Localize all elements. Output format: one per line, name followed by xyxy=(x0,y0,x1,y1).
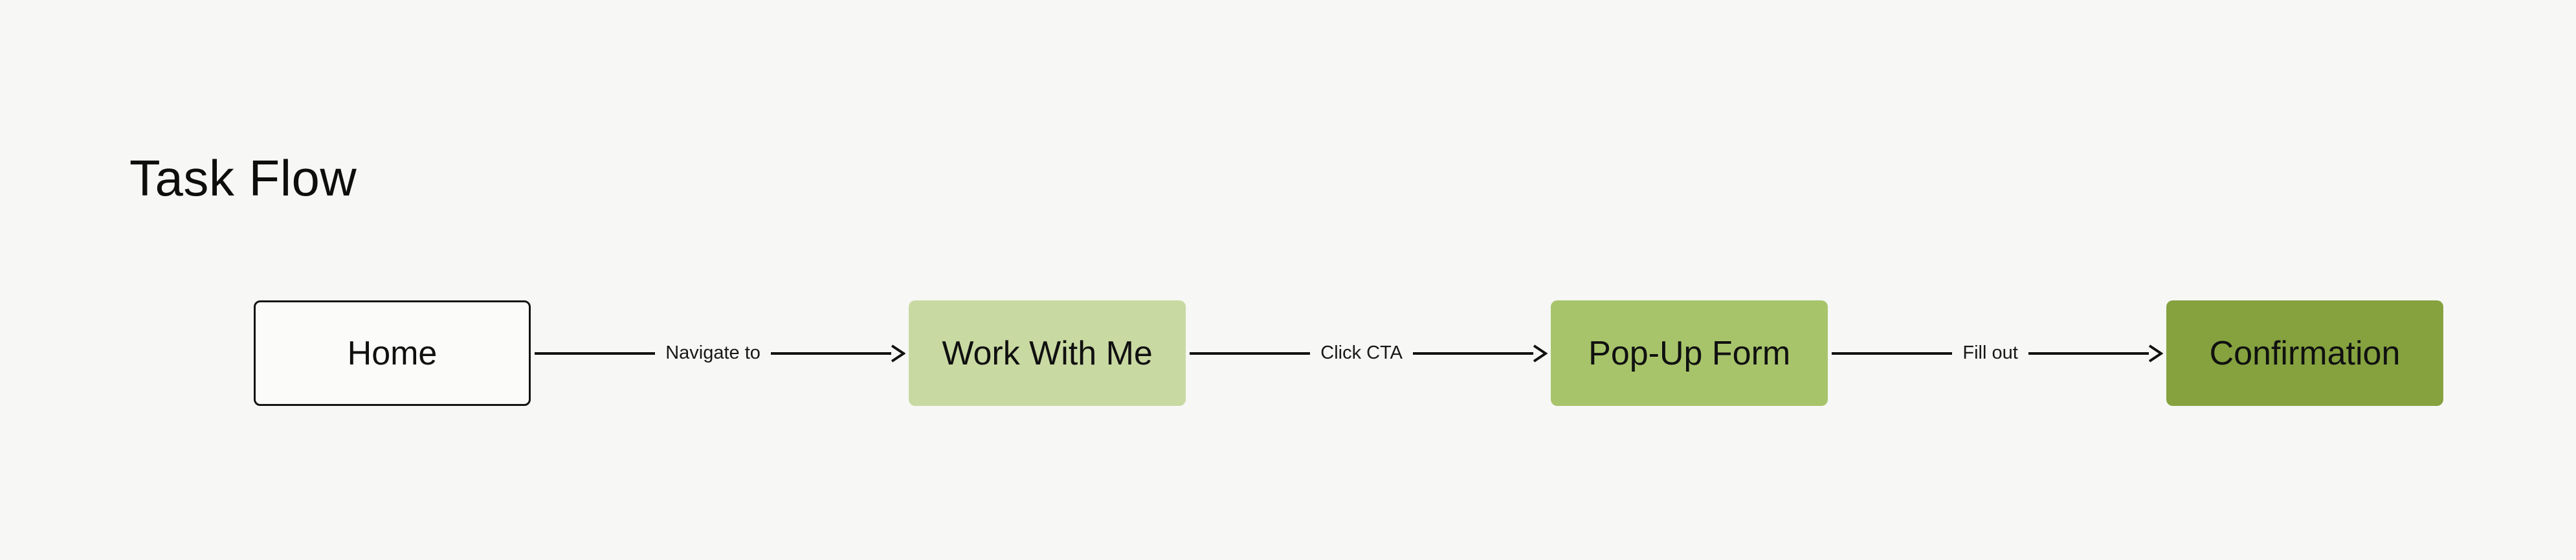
flow-node-work-with-me[interactable]: Work With Me xyxy=(909,300,1186,406)
edge-line xyxy=(2028,352,2149,355)
edge-label: Navigate to xyxy=(665,342,761,363)
edge-label: Fill out xyxy=(1962,342,2018,363)
flow-node-confirmation[interactable]: Confirmation xyxy=(2166,300,2443,406)
flow-node-pop-up-form[interactable]: Pop-Up Form xyxy=(1551,300,1828,406)
edge-line xyxy=(1190,352,1311,355)
edge-line xyxy=(1413,352,1534,355)
flow-node-label: Pop-Up Form xyxy=(1588,334,1791,372)
flow-node-home[interactable]: Home xyxy=(254,300,531,406)
edge-line xyxy=(535,352,656,355)
flow-node-label: Confirmation xyxy=(2209,334,2401,372)
page-title: Task Flow xyxy=(129,150,357,207)
arrowhead-icon xyxy=(1533,344,1548,363)
flow-node-label: Home xyxy=(347,334,438,372)
flow-edge-fill-out: Fill out xyxy=(1828,300,2166,406)
task-flow-diagram: Home Navigate to Work With Me Click CTA xyxy=(254,300,2443,406)
arrowhead-icon xyxy=(891,344,906,363)
arrowhead-icon xyxy=(2148,344,2163,363)
edge-label: Click CTA xyxy=(1320,342,1403,363)
flow-edge-navigate-to: Navigate to xyxy=(531,300,909,406)
edge-line xyxy=(1832,352,1953,355)
flow-edge-click-cta: Click CTA xyxy=(1186,300,1551,406)
flow-node-label: Work With Me xyxy=(942,334,1153,372)
edge-line xyxy=(770,352,892,355)
